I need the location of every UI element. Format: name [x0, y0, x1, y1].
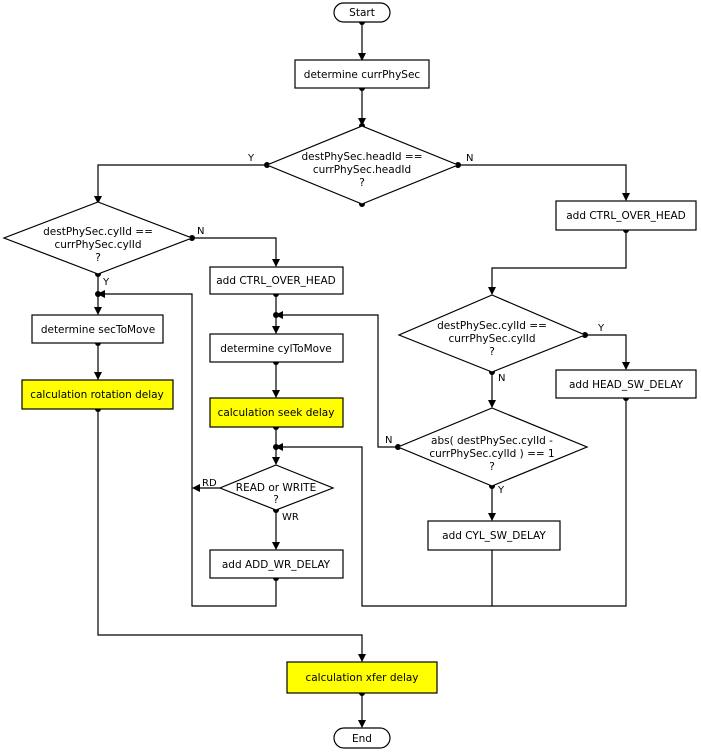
box-calculation-seek-delay: calculation seek delay: [209, 397, 344, 428]
dot: [273, 312, 279, 318]
branch-rw-write: WR: [282, 512, 299, 523]
edge-head-yes: [94, 164, 267, 204]
add-ctrl-over-head-right-label: add CTRL_OVER_HEAD: [566, 210, 685, 222]
box-add-add-wr-delay: add ADD_WR_DELAY: [209, 549, 344, 579]
decision-head-line1: destPhySec.headId ==: [301, 151, 422, 163]
box-calculation-rotation-delay: calculation rotation delay: [21, 379, 174, 410]
add-head-sw-delay-label: add HEAD_SW_DELAY: [569, 379, 684, 391]
decision-cyl-right: destPhySec.cylId == currPhySec.cylId ?: [397, 294, 587, 373]
branch-abs-no: N: [385, 435, 392, 446]
decision-abs-line2: currPhySec.cylId ) == 1: [429, 448, 554, 460]
edge-loop-to-sectomove: [97, 290, 277, 607]
branch-rw-read: RD: [202, 478, 217, 489]
branch-abs-yes: Y: [497, 485, 505, 496]
add-ctrl-over-head-mid-label: add CTRL_OVER_HEAD: [216, 275, 335, 287]
branch-labels: Y N N Y Y N RD WR N Y: [102, 153, 605, 523]
determine-cyltomove-label: determine cylToMove: [220, 343, 332, 355]
calculation-rotation-delay-label: calculation rotation delay: [30, 389, 164, 401]
edge-cyl-left-no: [192, 237, 280, 267]
calculation-seek-delay-label: calculation seek delay: [218, 407, 335, 419]
branch-head-yes: Y: [247, 153, 255, 164]
decision-head-line3: ?: [359, 177, 365, 189]
calculation-xfer-delay-label: calculation xfer delay: [305, 672, 418, 684]
branch-cyl-right-yes: Y: [597, 323, 605, 334]
determine-currphysec-label: determine currPhySec: [304, 69, 421, 81]
box-add-head-sw-delay: add HEAD_SW_DELAY: [555, 369, 697, 399]
edge-cylsw-to-seek: [275, 443, 493, 607]
end-label: End: [352, 733, 372, 745]
decision-head-line2: currPhySec.headId: [313, 164, 411, 176]
decision-read-write: READ or WRITE ?: [218, 464, 335, 511]
decision-abs-line1: abs( destPhySec.cylId -: [431, 435, 553, 447]
decision-abs: abs( destPhySec.cylId - currPhySec.cylId…: [396, 407, 589, 487]
dot: [95, 291, 101, 297]
decision-cyl-left: destPhySec.cylId == currPhySec.cylId ?: [2, 201, 194, 275]
box-determine-currphysec: determine currPhySec: [294, 59, 430, 89]
decision-rw-line2: ?: [273, 494, 279, 506]
determine-sectomove-label: determine secToMove: [41, 324, 155, 336]
box-determine-sectomove: determine secToMove: [31, 314, 164, 344]
branch-cyl-left-no: N: [197, 226, 204, 237]
branch-head-no: N: [466, 153, 473, 164]
connectors: [94, 22, 630, 728]
branch-cyl-right-no: N: [498, 373, 505, 384]
box-calculation-xfer-delay: calculation xfer delay: [286, 661, 438, 694]
decision-rw-line1: READ or WRITE: [236, 482, 316, 494]
box-add-ctrl-over-head-mid: add CTRL_OVER_HEAD: [209, 266, 344, 295]
start-label: Start: [349, 7, 375, 19]
edge-rotation-to-xfer: [97, 409, 366, 662]
edge-ctrl-right-to-cyl-right: [488, 230, 627, 295]
box-determine-cyltomove: determine cylToMove: [209, 333, 344, 363]
terminal-end: End: [333, 727, 391, 749]
edge-head-no: [458, 164, 630, 201]
dot: [273, 444, 279, 450]
decision-cyl-right-line3: ?: [489, 346, 495, 358]
box-add-ctrl-over-head-right: add CTRL_OVER_HEAD: [555, 200, 697, 231]
decision-cyl-left-line1: destPhySec.cylId ==: [43, 226, 153, 238]
decision-cyl-left-line2: currPhySec.cylId: [55, 239, 142, 251]
add-cyl-sw-delay-label: add CYL_SW_DELAY: [442, 530, 546, 542]
box-add-cyl-sw-delay: add CYL_SW_DELAY: [427, 520, 561, 551]
decision-abs-line3: ?: [489, 461, 495, 473]
edge-cyl-right-yes: [585, 334, 630, 370]
add-add-wr-delay-label: add ADD_WR_DELAY: [222, 559, 331, 571]
edge-headsw-merge: [492, 398, 627, 607]
branch-cyl-left-yes: Y: [102, 277, 110, 288]
terminal-start: Start: [333, 2, 391, 23]
edge-abs-no: [275, 311, 398, 448]
decision-cyl-left-line3: ?: [95, 252, 101, 264]
decision-head: destPhySec.headId == currPhySec.headId ?: [265, 125, 460, 205]
decision-cyl-right-line1: destPhySec.cylId ==: [437, 320, 547, 332]
decision-cyl-right-line2: currPhySec.cylId: [449, 333, 536, 345]
